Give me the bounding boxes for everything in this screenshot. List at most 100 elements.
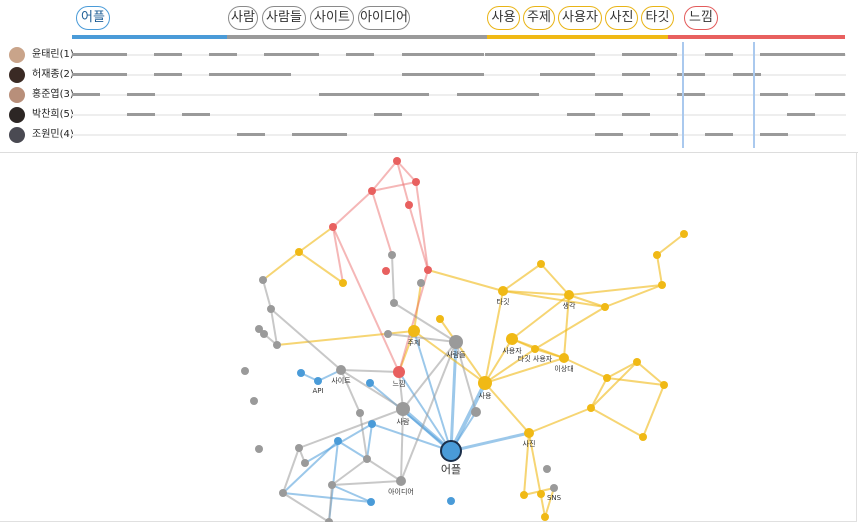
graph-node[interactable] [363, 455, 371, 463]
range-end-handle[interactable] [753, 42, 755, 148]
graph-node-label: 사람들 [446, 350, 466, 359]
graph-node[interactable] [273, 341, 281, 349]
graph-edge [604, 284, 663, 308]
graph-node[interactable] [541, 513, 549, 521]
graph-node[interactable] [559, 353, 569, 363]
graph-node[interactable] [255, 445, 263, 453]
graph-node[interactable] [356, 409, 364, 417]
keyword-chip-app[interactable]: 어플 [76, 6, 110, 30]
graph-node[interactable] [368, 420, 376, 428]
graph-node[interactable] [295, 248, 303, 256]
graph-node[interactable] [367, 498, 375, 506]
graph-node[interactable] [255, 325, 263, 333]
graph-node[interactable] [449, 335, 463, 349]
graph-node[interactable] [405, 201, 413, 209]
graph-node[interactable] [336, 365, 346, 375]
graph-node[interactable] [653, 251, 661, 259]
graph-edge [396, 160, 410, 206]
graph-edge [427, 269, 504, 292]
graph-node[interactable] [368, 187, 376, 195]
graph-node[interactable] [564, 290, 574, 300]
graph-node[interactable] [259, 276, 267, 284]
graph-node[interactable] [417, 279, 425, 287]
graph-node[interactable] [660, 381, 668, 389]
graph-node[interactable] [329, 223, 337, 231]
graph-edge [369, 382, 452, 452]
graph-node[interactable] [440, 440, 462, 462]
graph-node[interactable] [520, 491, 528, 499]
graph-edge [502, 290, 606, 308]
graph-node[interactable] [339, 279, 347, 287]
keyword-chip-use[interactable]: 사용 [487, 6, 520, 30]
graph-node[interactable] [396, 476, 406, 486]
avatar [9, 87, 25, 103]
graph-node[interactable] [382, 267, 390, 275]
graph-node[interactable] [603, 374, 611, 382]
member-row: 허재종(2) [0, 65, 858, 85]
graph-node[interactable] [250, 397, 258, 405]
keyword-chip-site[interactable]: 사이트 [310, 6, 354, 30]
graph-edge [371, 190, 393, 256]
graph-node[interactable] [396, 402, 410, 416]
activity-track [72, 133, 846, 136]
graph-node[interactable] [436, 315, 444, 323]
graph-node[interactable] [531, 345, 539, 353]
graph-node[interactable] [408, 325, 420, 337]
graph-node[interactable] [601, 303, 609, 311]
graph-node[interactable] [471, 407, 481, 417]
graph-node[interactable] [390, 299, 398, 307]
graph-edge [298, 251, 344, 284]
graph-node[interactable] [267, 305, 275, 313]
graph-edge [534, 306, 606, 350]
graph-node[interactable] [658, 281, 666, 289]
graph-node[interactable] [301, 459, 309, 467]
graph-node[interactable] [550, 484, 558, 492]
graph-node[interactable] [524, 428, 534, 438]
keyword-chip-people[interactable]: 사람들 [262, 6, 306, 30]
keyword-chip-user[interactable]: 사용자 [558, 6, 602, 30]
graph-node[interactable] [334, 437, 342, 445]
keyword-chip-target[interactable]: 타깃 [641, 6, 674, 30]
graph-node[interactable] [680, 230, 688, 238]
graph-node[interactable] [388, 251, 396, 259]
keyword-chip-idea[interactable]: 아이디어 [358, 6, 410, 30]
graph-node[interactable] [297, 369, 305, 377]
graph-node[interactable] [633, 358, 641, 366]
graph-edge [400, 341, 457, 482]
keyword-chip-topic[interactable]: 주제 [523, 6, 555, 30]
graph-node[interactable] [498, 286, 508, 296]
graph-node[interactable] [639, 433, 647, 441]
graph-node[interactable] [314, 377, 322, 385]
graph-node[interactable] [587, 404, 595, 412]
graph-node[interactable] [506, 333, 518, 345]
graph-node[interactable] [447, 497, 455, 505]
graph-node[interactable] [260, 330, 268, 338]
graph-node-label: 사이트 [331, 376, 351, 385]
graph-node[interactable] [328, 481, 336, 489]
graph-node[interactable] [295, 444, 303, 452]
graph-edge [282, 492, 330, 522]
graph-node[interactable] [393, 366, 405, 378]
graph-node[interactable] [424, 266, 432, 274]
graph-node[interactable] [537, 490, 545, 498]
graph-node[interactable] [537, 260, 545, 268]
graph-node[interactable] [412, 178, 420, 186]
graph-node-label: 느낌 [393, 380, 406, 388]
keyword-chip-photo[interactable]: 사진 [605, 6, 638, 30]
graph-node-label: 사람 [397, 417, 410, 426]
range-start-handle[interactable] [682, 42, 684, 148]
graph-node[interactable] [325, 518, 333, 522]
graph-node-label: 생각 [563, 301, 576, 310]
graph-node[interactable] [543, 465, 551, 473]
graph-node[interactable] [384, 330, 392, 338]
graph-node[interactable] [241, 367, 249, 375]
graph-node-label: 타깃 [497, 297, 510, 306]
keyword-chip-person[interactable]: 사람 [228, 6, 258, 30]
graph-node[interactable] [366, 379, 374, 387]
keyword-chip-feeling[interactable]: 느낌 [684, 6, 718, 30]
graph-node[interactable] [393, 157, 401, 165]
graph-node[interactable] [478, 376, 492, 390]
graph-node[interactable] [279, 489, 287, 497]
graph-node-label: 사진 [523, 439, 536, 448]
